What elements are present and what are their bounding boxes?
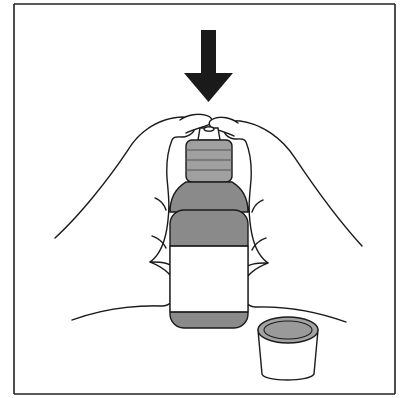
down-arrow-icon [184, 30, 233, 102]
bottle-thread-ring [186, 140, 232, 182]
cap-icon [258, 317, 318, 380]
bottle-label [170, 246, 248, 312]
bottle-icon [170, 127, 248, 328]
